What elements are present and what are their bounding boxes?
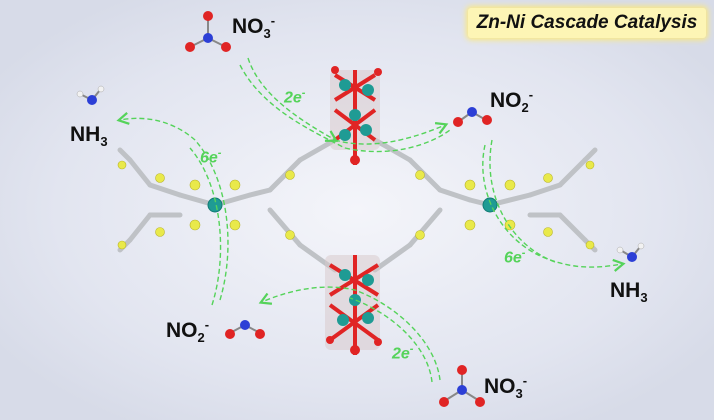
nitrate-molecule-bottom [439, 365, 485, 407]
label-nitrite-right: NO2- [490, 87, 534, 116]
label-nitrate-top: NO3- [232, 13, 276, 42]
nitrite-molecule-left [225, 320, 265, 339]
ammonia-molecule-left [76, 85, 105, 105]
nitrate-molecule-top [185, 11, 231, 52]
label-nitrate-bottom: NO3- [484, 373, 528, 402]
label-ammonia-right: NH3 [610, 279, 648, 306]
electron-label-top: 2e- [284, 87, 306, 107]
label-nitrite-left: NO2- [166, 317, 210, 346]
nitrite-molecule-right [453, 107, 492, 127]
sulfur-atoms [117, 160, 595, 250]
zinc-cluster-bottom [325, 255, 382, 355]
diagram-title: Zn-Ni Cascade Catalysis [476, 12, 698, 33]
electron-label-left: 6e- [200, 147, 222, 167]
electron-label-bottom: 2e- [392, 343, 414, 363]
cascade-arrows [116, 57, 626, 383]
electron-label-right: 6e- [504, 247, 526, 267]
zinc-cluster-top [330, 66, 382, 165]
title-banner: Zn-Ni Cascade Catalysis [468, 8, 706, 38]
framework-bonds [117, 137, 598, 273]
label-ammonia-left: NH3 [70, 123, 108, 150]
ammonia-molecule-right [616, 242, 645, 262]
